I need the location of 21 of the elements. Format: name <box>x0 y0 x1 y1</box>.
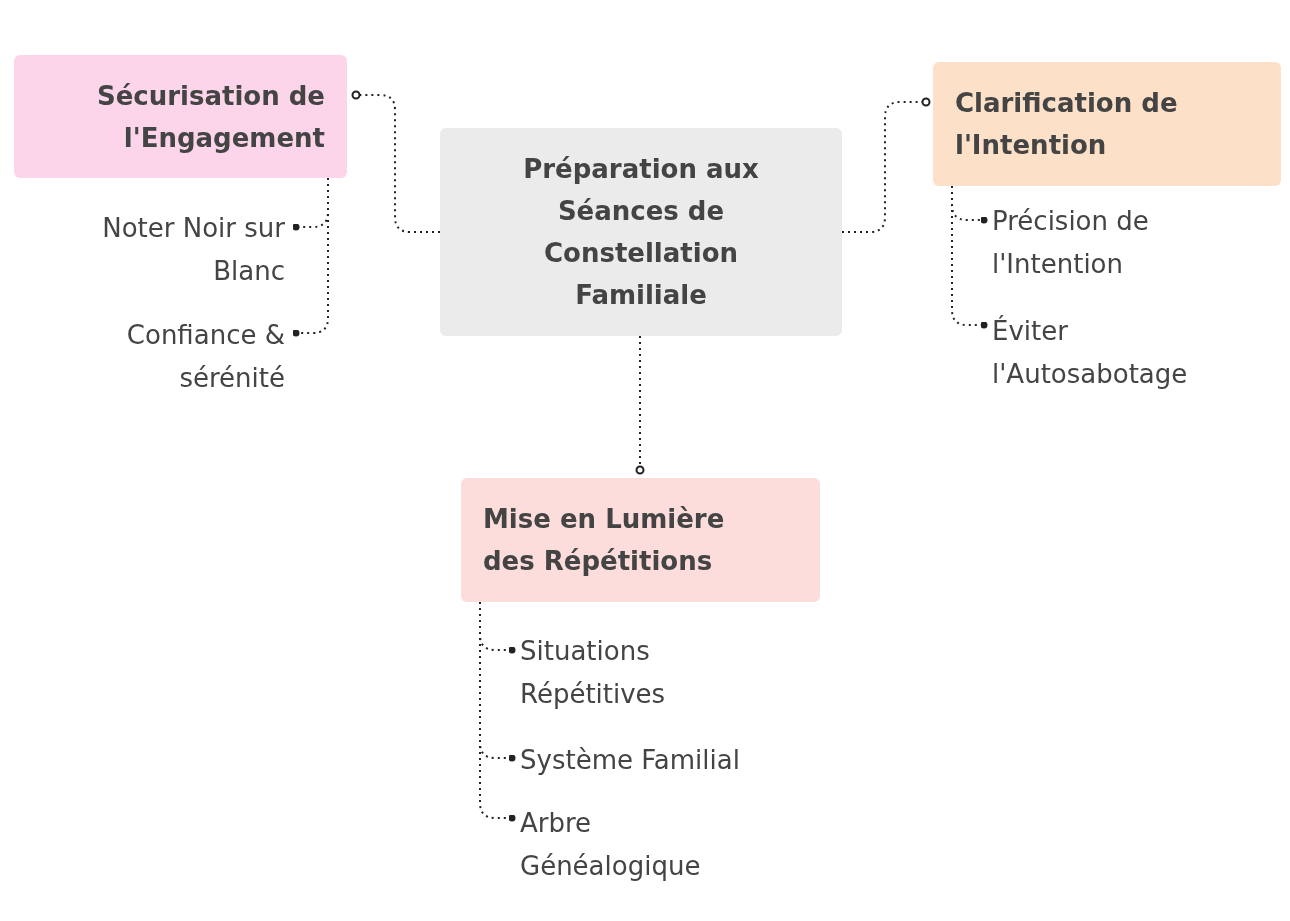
topic-box <box>440 128 842 336</box>
branch-label: Système Familial <box>520 743 740 777</box>
branch-label: Noter Noir sur Blanc <box>101 212 285 288</box>
connector <box>479 601 516 822</box>
topic-label: Sécurisation de l'Engagement <box>95 79 325 155</box>
branch-label: Confiance & sérénité <box>125 319 285 395</box>
connector <box>351 90 441 233</box>
topic-label: Clarification de l'Intention <box>955 87 1179 162</box>
topic-label: Mise en Lumière des Répétitions <box>483 503 726 578</box>
branch-label: Arbre Généalogique <box>520 807 702 883</box>
topic-box <box>461 478 820 602</box>
connector <box>951 185 988 329</box>
connector <box>841 97 931 233</box>
branch-label: Précision de l'Intention <box>992 205 1150 281</box>
topic-box <box>933 62 1281 186</box>
connector <box>292 177 329 337</box>
branch-label: Éviter l'Autosabotage <box>992 314 1189 391</box>
connector <box>635 335 645 475</box>
topic-label: Préparation aux Séances de Constellation Familiale <box>522 153 760 312</box>
branch-label: Situations Répétitives <box>520 635 667 711</box>
topic-box <box>14 55 347 178</box>
